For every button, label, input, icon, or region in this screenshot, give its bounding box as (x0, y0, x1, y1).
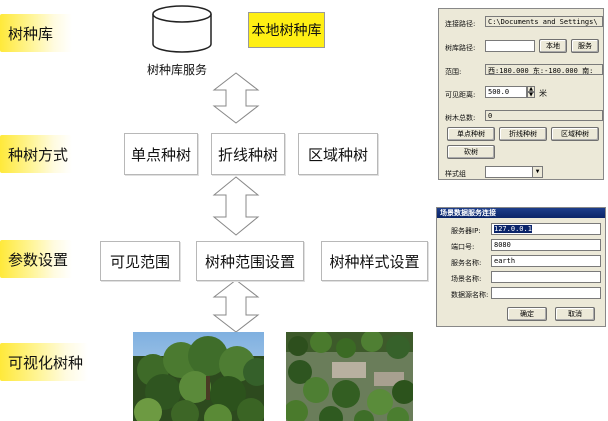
cancel-button[interactable]: 取消 (555, 307, 595, 321)
box-text: 折线种树 (217, 145, 278, 164)
server-ip-value: 127.0.0.1 (494, 225, 532, 233)
port-field[interactable]: 8080 (491, 239, 601, 251)
range-label: 范围: (445, 68, 462, 76)
label-tree-library: 树种库 (0, 14, 72, 52)
ok-button[interactable]: 确定 (507, 307, 547, 321)
visible-distance-value: 500.0 (488, 88, 510, 96)
method-single-point: 单点种树 (124, 133, 198, 175)
forest-render-image-2 (286, 332, 413, 421)
service-name-field[interactable]: earth (491, 255, 601, 267)
scene-data-service-dialog: 场景数据服务连接 服务器IP: 127.0.0.1 端口号: 8080 服务名称… (436, 207, 606, 327)
param-species-style: 树种样式设置 (321, 241, 428, 281)
double-arrow-icon (212, 72, 260, 124)
box-text: 区域种树 (307, 145, 368, 164)
visible-distance-label: 可见距离: (445, 91, 476, 99)
label-text: 树种库 (8, 24, 54, 43)
range-field[interactable]: 西:180.000 东:-180.000 南: (485, 64, 603, 75)
visible-distance-field[interactable]: 500.0 (485, 86, 527, 98)
label-text: 参数设置 (8, 250, 69, 269)
lib-path-field[interactable] (485, 40, 535, 52)
style-group-select[interactable]: ▼ (485, 166, 543, 178)
spin-up-icon[interactable]: ▲ (527, 86, 535, 92)
dialog-title: 场景数据服务连接 (437, 208, 605, 218)
param-visible-range: 可见范围 (100, 241, 180, 281)
data-source-field[interactable] (491, 287, 601, 299)
box-text: 可见范围 (109, 252, 170, 271)
double-arrow-icon (212, 279, 260, 333)
param-species-range: 树种范围设置 (196, 241, 304, 281)
server-ip-label: 服务器IP: (451, 227, 481, 235)
conn-path-label: 连接路径: (445, 20, 476, 28)
scene-name-label: 场景名称: (451, 275, 482, 283)
box-text: 树种样式设置 (329, 252, 420, 271)
label-planting-method: 种树方式 (0, 135, 72, 173)
conn-path-field[interactable]: C:\Documents and Settings\ (485, 16, 603, 27)
database-icon (152, 5, 212, 53)
chevron-down-icon[interactable]: ▼ (532, 167, 542, 177)
server-ip-field[interactable]: 127.0.0.1 (491, 223, 601, 235)
double-arrow-icon (212, 176, 260, 236)
method-polyline: 折线种树 (211, 133, 285, 175)
box-text: 树种范围设置 (204, 252, 295, 271)
spin-down-icon[interactable]: ▼ (527, 92, 535, 98)
tree-count-field: 0 (485, 110, 603, 121)
label-text: 可视化树种 (8, 353, 84, 372)
label-text: 种树方式 (8, 145, 69, 164)
tree-settings-panel: 连接路径: C:\Documents and Settings\ 树库路径: 本… (438, 8, 604, 180)
single-point-planting-button[interactable]: 单点种树 (447, 127, 495, 141)
service-button[interactable]: 服务 (571, 39, 599, 53)
visible-distance-unit: 米 (539, 89, 547, 98)
area-planting-button[interactable]: 区域种树 (551, 127, 599, 141)
forest-render-image-1 (133, 332, 264, 421)
polyline-planting-button[interactable]: 折线种树 (499, 127, 547, 141)
lib-path-label: 树库路径: (445, 44, 476, 52)
server-label: 树种库服务 (147, 63, 208, 77)
data-source-label: 数据源名称: (451, 291, 489, 299)
port-label: 端口号: (451, 243, 475, 251)
tree-count-label: 树木总数: (445, 114, 476, 122)
local-library-box: 本地树种库 (248, 12, 325, 48)
label-visualize-species: 可视化树种 (0, 343, 88, 381)
method-area: 区域种树 (298, 133, 378, 175)
box-text: 本地树种库 (251, 23, 322, 39)
local-button[interactable]: 本地 (539, 39, 567, 53)
scene-name-field[interactable] (491, 271, 601, 283)
style-group-label: 样式组 (445, 170, 466, 178)
label-parameter-settings: 参数设置 (0, 240, 72, 278)
cut-tree-button[interactable]: 砍树 (447, 145, 495, 159)
service-name-label: 服务名称: (451, 259, 482, 267)
box-text: 单点种树 (130, 145, 191, 164)
